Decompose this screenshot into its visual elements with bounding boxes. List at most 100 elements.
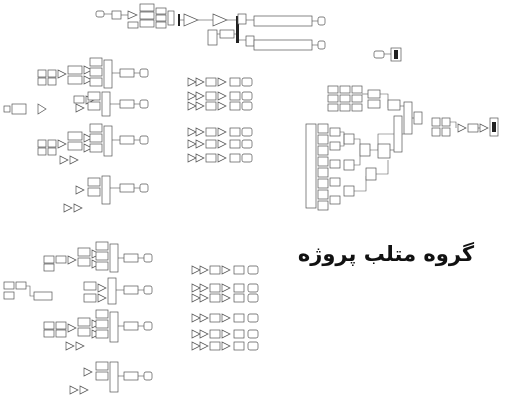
gain-block-188[interactable] xyxy=(479,123,489,133)
gain-block-186[interactable] xyxy=(457,123,467,133)
block-224[interactable] xyxy=(55,321,67,330)
block-9[interactable] xyxy=(155,7,167,15)
gain-block-111[interactable] xyxy=(195,101,205,111)
block-45[interactable] xyxy=(67,75,83,85)
gain-block-89[interactable] xyxy=(73,203,83,213)
gain-block-60[interactable] xyxy=(75,103,85,113)
block-210[interactable] xyxy=(3,291,15,300)
block-227[interactable] xyxy=(77,317,91,327)
block-157[interactable] xyxy=(317,167,329,178)
block-30[interactable] xyxy=(245,35,255,47)
block-248[interactable] xyxy=(123,371,139,381)
block-149[interactable] xyxy=(403,101,413,135)
gain-block-110[interactable] xyxy=(187,101,197,111)
terminal-block-115[interactable] xyxy=(241,101,253,111)
gain-block-258[interactable] xyxy=(199,283,209,293)
block-140[interactable] xyxy=(327,103,339,112)
block-90[interactable] xyxy=(101,175,111,205)
terminal-block-262[interactable] xyxy=(247,283,259,293)
block-194[interactable] xyxy=(55,255,67,264)
gain-block-76[interactable] xyxy=(83,143,93,153)
gain-block-70[interactable] xyxy=(57,139,67,149)
gain-block-129[interactable] xyxy=(195,153,205,163)
gain-block-216[interactable] xyxy=(97,293,107,303)
block-242[interactable] xyxy=(95,371,109,381)
block-134[interactable] xyxy=(327,85,339,94)
block-38[interactable] xyxy=(394,50,398,59)
gain-block-15[interactable] xyxy=(183,13,199,27)
gain-block-116[interactable] xyxy=(187,127,197,137)
block-92[interactable] xyxy=(119,183,135,193)
block-285[interactable] xyxy=(233,341,245,351)
block-132[interactable] xyxy=(229,153,241,163)
block-167[interactable] xyxy=(343,159,355,171)
block-141[interactable] xyxy=(339,103,351,112)
block-63[interactable] xyxy=(119,99,135,109)
block-41[interactable] xyxy=(47,69,57,78)
gain-block-272[interactable] xyxy=(221,313,231,323)
block-78[interactable] xyxy=(89,133,103,143)
block-165[interactable] xyxy=(329,195,341,205)
block-2[interactable] xyxy=(111,10,122,20)
terminal-block-207[interactable] xyxy=(143,253,153,263)
block-236[interactable] xyxy=(109,311,119,343)
gain-block-270[interactable] xyxy=(199,313,209,323)
terminal-block-280[interactable] xyxy=(247,329,259,339)
gain-block-229[interactable] xyxy=(65,341,75,351)
terminal-block-109[interactable] xyxy=(241,91,253,101)
gain-block-257[interactable] xyxy=(191,283,201,293)
gain-block-87[interactable] xyxy=(75,185,85,195)
block-53[interactable] xyxy=(119,68,135,78)
block-86[interactable] xyxy=(87,187,101,197)
block-6[interactable] xyxy=(139,11,155,20)
block-265[interactable] xyxy=(209,293,221,303)
gain-block-266[interactable] xyxy=(221,293,231,303)
block-212[interactable] xyxy=(33,291,53,301)
block-126[interactable] xyxy=(229,139,241,149)
block-273[interactable] xyxy=(233,313,245,323)
block-277[interactable] xyxy=(209,329,221,339)
block-208[interactable] xyxy=(3,281,15,290)
block-168[interactable] xyxy=(343,185,355,197)
block-72[interactable] xyxy=(67,141,83,151)
block-10[interactable] xyxy=(155,14,167,22)
block-147[interactable] xyxy=(387,99,401,111)
block-228[interactable] xyxy=(77,327,91,337)
block-40[interactable] xyxy=(37,77,47,86)
terminal-block-24[interactable] xyxy=(317,16,326,26)
block-67[interactable] xyxy=(37,147,47,156)
block-8[interactable] xyxy=(127,21,139,29)
block-130[interactable] xyxy=(205,153,217,163)
block-182[interactable] xyxy=(431,127,441,137)
block-69[interactable] xyxy=(47,147,57,156)
gain-block-101[interactable] xyxy=(217,77,227,87)
terminal-block-127[interactable] xyxy=(241,139,253,149)
block-205[interactable] xyxy=(123,253,139,263)
block-114[interactable] xyxy=(229,101,241,111)
block-190[interactable] xyxy=(492,122,496,132)
block-59[interactable] xyxy=(87,101,101,111)
block-209[interactable] xyxy=(15,281,27,290)
block-222[interactable] xyxy=(43,321,55,330)
block-102[interactable] xyxy=(229,77,241,87)
gain-block-251[interactable] xyxy=(191,265,201,275)
gain-block-281[interactable] xyxy=(191,341,201,351)
gain-block-119[interactable] xyxy=(217,127,227,137)
terminal-block-221[interactable] xyxy=(143,285,153,295)
gain-block-263[interactable] xyxy=(191,293,201,303)
gain-block-43[interactable] xyxy=(57,69,67,79)
block-238[interactable] xyxy=(123,321,139,331)
block-135[interactable] xyxy=(339,85,351,94)
gain-block-269[interactable] xyxy=(191,313,201,323)
block-164[interactable] xyxy=(329,177,341,187)
block-178[interactable] xyxy=(377,143,391,159)
gain-block-215[interactable] xyxy=(97,283,107,293)
block-106[interactable] xyxy=(205,91,217,101)
gain-block-254[interactable] xyxy=(221,265,231,275)
block-139[interactable] xyxy=(351,94,363,103)
gain-block-125[interactable] xyxy=(217,139,227,149)
block-95[interactable] xyxy=(3,105,11,113)
block-7[interactable] xyxy=(139,19,155,28)
